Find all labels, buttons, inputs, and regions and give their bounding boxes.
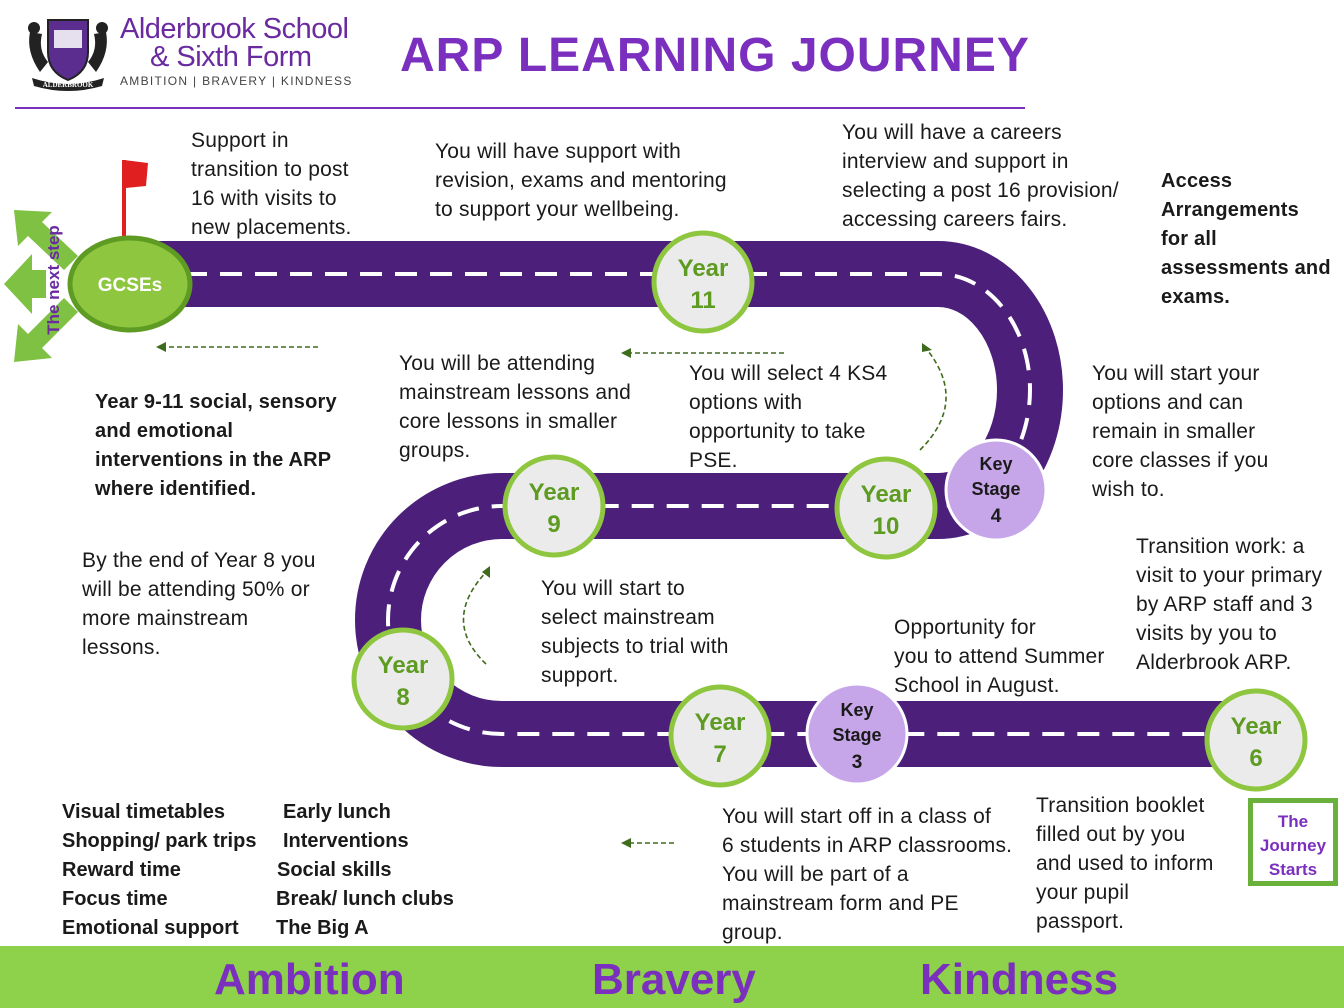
class-of-6-text: You will start off in a class of 6 stude… <box>722 805 1013 944</box>
footer-ambition: Ambition <box>214 955 405 1004</box>
node-label: Stage <box>971 479 1020 499</box>
footer-bar <box>0 946 1344 1008</box>
transition-work-text: Transition work: a visit to your primary… <box>1136 535 1323 674</box>
school-name-line1: Alderbrook School <box>120 13 349 45</box>
node-label: 7 <box>713 741 726 768</box>
next-step-arrows-icon <box>4 210 78 362</box>
school-logo: ALDERBROOK Alderbrook School & Sixth For… <box>18 12 358 92</box>
revision-support-text: You will have support with revision, exa… <box>435 140 727 221</box>
dashed-arrow-heads <box>156 342 932 848</box>
features-left-list: Visual timetables Shopping/ park trips R… <box>62 798 256 943</box>
node-gcse: GCSEs <box>67 235 193 333</box>
mainstream-core-text: You will be attending mainstream lessons… <box>399 352 632 462</box>
list-item: Emotional support <box>62 917 239 939</box>
node-label: Year <box>378 652 429 679</box>
interventions-text: Year 9-11 social, sensory and emotional … <box>95 391 337 500</box>
node-label: 11 <box>690 287 715 314</box>
node-year8: Year 8 <box>351 627 455 731</box>
node-label: Stage <box>832 725 881 745</box>
support-transition-text: Support in transition to post 16 with vi… <box>191 129 352 239</box>
list-item: Visual timetables <box>62 801 226 823</box>
node-year9: Year 9 <box>502 454 606 558</box>
page-title: ARP LEARNING JOURNEY <box>400 29 1030 82</box>
footer-bravery: Bravery <box>592 955 756 1004</box>
summer-school-text: Opportunity for you to attend Summer Sch… <box>894 616 1105 697</box>
careers-text: You will have a careers interview and su… <box>842 121 1119 231</box>
access-arrangements-text: Access Arrangements for all assessments … <box>1161 170 1331 308</box>
footer-kindness: Kindness <box>920 955 1119 1004</box>
node-label: Year <box>695 709 746 736</box>
ks4-options-text: You will select 4 KS4 options with oppor… <box>689 362 888 472</box>
next-step-label: The next step <box>44 225 63 335</box>
node-label: Key <box>840 700 873 720</box>
flag-icon <box>122 160 148 248</box>
journey-starts-box: The Journey Starts <box>1248 798 1338 886</box>
node-year7: Year 7 <box>668 684 772 788</box>
features-right-list: Early lunch Interventions Social skills … <box>276 798 454 943</box>
node-year10: Year 10 <box>834 456 938 560</box>
node-label: 9 <box>547 511 560 538</box>
node-label: 6 <box>1249 745 1262 772</box>
node-label: 10 <box>873 513 900 540</box>
list-item: Reward time <box>62 859 181 881</box>
node-ks4: Key Stage 4 <box>944 438 1048 542</box>
school-values: AMBITION | BRAVERY | KINDNESS <box>120 74 353 88</box>
end-year8-text: By the end of Year 8 you will be attendi… <box>82 549 316 659</box>
node-label: Year <box>678 255 729 282</box>
list-item: The Big A <box>276 917 369 939</box>
svg-text:ALDERBROOK: ALDERBROOK <box>43 81 94 89</box>
start-options-text: You will start your options and can rema… <box>1092 362 1269 501</box>
list-item: Interventions <box>283 830 409 852</box>
node-label: Key <box>979 454 1012 474</box>
crest-icon: ALDERBROOK <box>28 19 108 91</box>
dashed-arrow-icon <box>160 345 947 844</box>
node-label: Year <box>529 479 580 506</box>
header-divider <box>15 107 1025 109</box>
node-year6: Year 6 <box>1204 688 1308 792</box>
node-label: Year <box>861 481 912 508</box>
list-item: Focus time <box>62 888 168 910</box>
list-item: Early lunch <box>283 801 391 823</box>
node-label: 3 <box>852 752 863 773</box>
select-mainstream-text: You will start to select mainstream subj… <box>541 577 729 687</box>
node-label: 4 <box>991 506 1002 527</box>
node-label: GCSEs <box>98 275 162 296</box>
node-label: 8 <box>396 684 409 711</box>
list-item: Break/ lunch clubs <box>276 888 454 910</box>
node-ks3: Key Stage 3 <box>805 682 909 786</box>
list-item: Shopping/ park trips <box>62 830 257 852</box>
node-year11: Year 11 <box>651 230 755 334</box>
list-item: Social skills <box>277 859 392 881</box>
transition-booklet-text: Transition booklet filled out by you and… <box>1036 794 1214 933</box>
node-label: Year <box>1231 713 1282 740</box>
school-name-line2: & Sixth Form <box>150 41 312 73</box>
